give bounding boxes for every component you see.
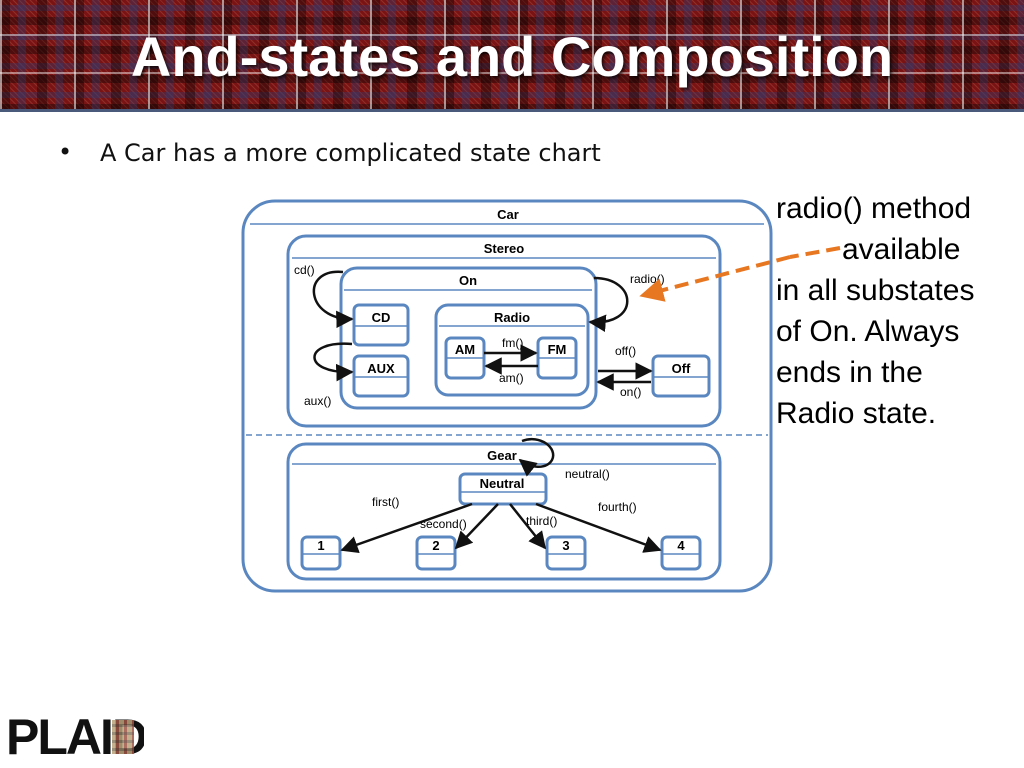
gear-1-label: 1 [317,538,324,553]
on-transition-label: on() [620,385,641,399]
note-line-2: available [776,229,1016,270]
off-transition-label: off() [615,344,636,358]
note-line-1: radio() method [776,192,972,225]
cd-label: CD [372,310,391,325]
cd-transition-arrow [312,270,354,329]
car-label: Car [497,207,519,222]
am-transition-label: am() [499,371,524,385]
cd-transition-label: cd() [294,263,315,277]
second-transition-arrow [454,503,499,550]
am-label: AM [455,342,475,357]
gear-1-state [300,535,342,571]
fourth-transition-label: fourth() [598,500,637,514]
first-transition-arrow [340,502,473,553]
note-line-4: of On. Always [776,315,960,348]
radio-label: Radio [494,310,530,325]
slide-title: And-states and Composition [130,25,894,88]
second-transition-label: second() [420,517,467,531]
off-state [651,354,711,398]
gear-2-label: 2 [432,538,439,553]
gear-3-label: 3 [562,538,569,553]
stereo-label: Stereo [484,241,525,256]
third-transition-label: third() [526,514,557,528]
state-chart-diagram: Car Stereo On CD AUX Radio AM FM Off Gea… [241,199,773,593]
plaid-logo: PLAID [6,709,144,762]
neutral-transition-label: neutral() [565,467,610,481]
bullet-marker: • [58,138,73,166]
on-label: On [459,273,477,288]
aux-transition-arrow [313,342,354,382]
gear-label: Gear [487,448,517,463]
off-label: Off [672,361,691,376]
aux-state [352,354,410,398]
cd-state [352,303,410,347]
note-line-5: ends in the [776,356,923,389]
neutral-label: Neutral [480,476,525,491]
gear-4-label: 4 [677,538,685,553]
radio-transition-arrow [588,276,629,332]
title-banner [0,0,1024,112]
aux-transition-label: aux() [304,394,331,408]
fm-label: FM [548,342,567,357]
gear-2-state [415,535,457,571]
note-line-6: Radio state. [776,397,937,430]
third-transition-arrow [509,503,547,550]
logo-plaid-swatch [112,720,134,754]
fm-transition-label: fm() [502,336,523,350]
first-transition-label: first() [372,495,399,509]
gear-3-state [545,535,587,571]
gear-state [286,442,722,581]
bullet-text: A Car has a more complicated state chart [100,139,601,167]
note-line-3: in all substates [776,274,975,307]
neutral-transition-arrow [518,438,555,477]
callout-arrow [639,246,841,302]
gear-4-state [660,535,702,571]
annotation-note: radio() method available in all substate… [776,188,1016,434]
fourth-transition-arrow [535,502,662,553]
aux-label: AUX [367,361,395,376]
neutral-state [458,472,548,506]
note-line-2-text: available [842,233,961,266]
banner-border [0,109,1024,112]
